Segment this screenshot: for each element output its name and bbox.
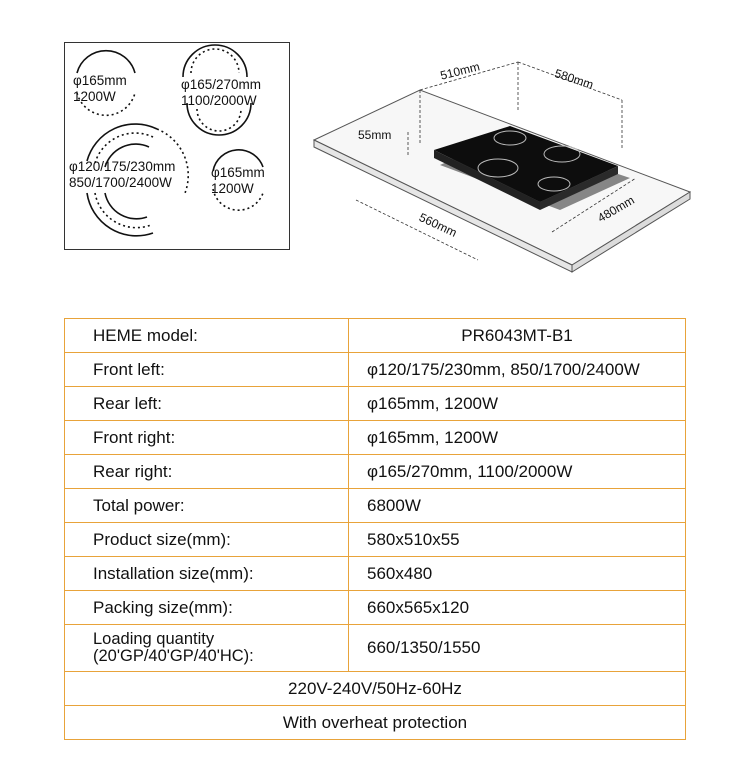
table-row: Installation size(mm): 560x480 [64,556,686,591]
spec-label: Front right: [64,420,349,455]
table-row: 220V-240V/50Hz-60Hz [64,671,686,706]
table-row: Packing size(mm): 660x565x120 [64,590,686,625]
hob-countertop-drawing [312,61,692,273]
loading-label: Loading quantity (20'GP/40'GP/40'HC): [64,624,349,672]
rear-left-size: φ165mm [73,73,127,88]
spec-table: HEME model: PR6043MT-B1 Front left: φ120… [64,318,686,740]
table-row: Rear left: φ165mm, 1200W [64,386,686,421]
spec-label: Front left: [64,352,349,387]
table-row: Front right: φ165mm, 1200W [64,420,686,455]
front-right-size: φ165mm [211,165,265,180]
model-value: PR6043MT-B1 [348,318,686,353]
table-row: Product size(mm): 580x510x55 [64,522,686,557]
table-row: With overheat protection [64,705,686,740]
spec-label: Total power: [64,488,349,523]
spec-value: 660x565x120 [348,590,686,625]
rear-left-power: 1200W [73,89,116,104]
spec-value: φ165mm, 1200W [348,386,686,421]
loading-label-line1: Loading quantity [93,630,215,648]
table-row: HEME model: PR6043MT-B1 [64,318,686,353]
spec-value: φ165/270mm, 1100/2000W [348,454,686,489]
table-row: Front left: φ120/175/230mm, 850/1700/240… [64,352,686,387]
spec-value: 560x480 [348,556,686,591]
spec-label: HEME model: [64,318,349,353]
rear-right-size: φ165/270mm [181,77,262,92]
rear-right-power: 1100/2000W [181,93,257,108]
spec-value: 580x510x55 [348,522,686,557]
spec-value: φ120/175/230mm, 850/1700/2400W [348,352,686,387]
spec-value: 6800W [348,488,686,523]
installation-dimension-diagram: 510mm 580mm 55mm 560mm 480mm [300,50,700,280]
spec-label: Installation size(mm): [64,556,349,591]
table-row: Total power: 6800W [64,488,686,523]
spec-value: φ165mm, 1200W [348,420,686,455]
spec-label: Product size(mm): [64,522,349,557]
table-row: Loading quantity (20'GP/40'GP/40'HC): 66… [64,624,686,672]
cooking-zone-rings-graphic [76,44,264,237]
spec-label: Packing size(mm): [64,590,349,625]
front-left-size: φ120/175/230mm [69,159,176,174]
front-right-power: 1200W [211,181,254,196]
table-row: Rear right: φ165/270mm, 1100/2000W [64,454,686,489]
protection-row: With overheat protection [64,705,686,740]
loading-value: 660/1350/1550 [348,624,686,672]
loading-label-line2: (20'GP/40'GP/40'HC): [93,647,254,665]
spec-label: Rear left: [64,386,349,421]
front-left-power: 850/1700/2400W [69,175,172,190]
spec-label: Rear right: [64,454,349,489]
dim-55: 55mm [358,128,392,142]
cooking-zone-layout-panel: φ165mm 1200W φ165/270mm 1100/2000W φ120/… [64,42,290,250]
voltage-row: 220V-240V/50Hz-60Hz [64,671,686,706]
